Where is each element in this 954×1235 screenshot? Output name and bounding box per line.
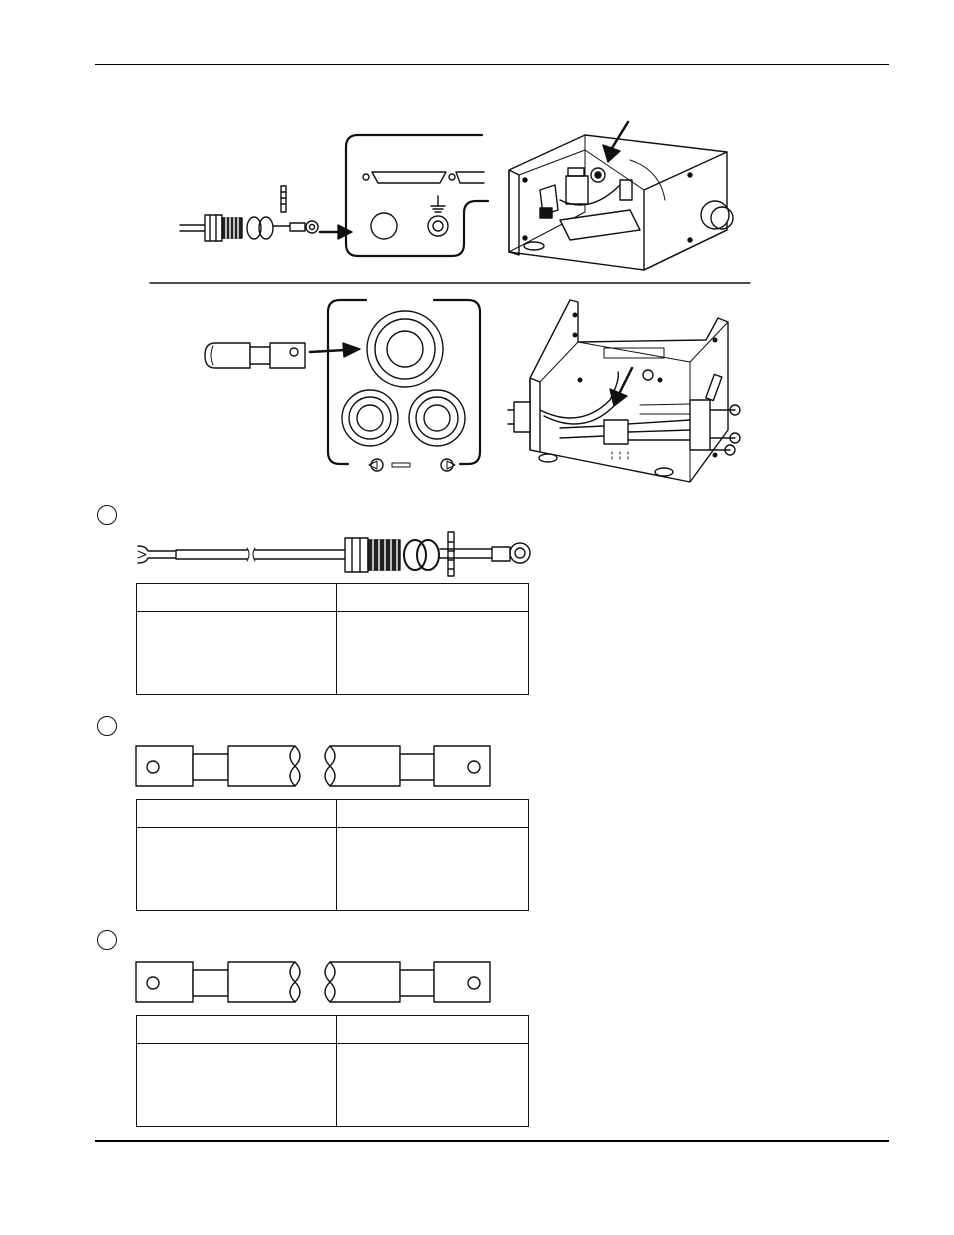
arrow-down-icon xyxy=(602,120,630,163)
arrow-right-icon xyxy=(318,224,353,240)
parts-table-1 xyxy=(136,583,529,695)
ground-cable-detail xyxy=(137,531,531,577)
chassis-side-view xyxy=(507,299,741,483)
table-cell xyxy=(336,827,529,911)
table-header xyxy=(336,799,529,828)
chassis-top-view xyxy=(508,134,734,271)
power-lead-detail xyxy=(135,745,491,787)
table-header xyxy=(136,583,337,612)
table-cell xyxy=(336,1043,529,1127)
section-marker-3 xyxy=(97,930,117,950)
table-cell xyxy=(336,611,529,695)
arrow-down-icon xyxy=(609,366,634,407)
power-lead-detail xyxy=(135,961,491,1003)
table-cell xyxy=(136,827,337,911)
lead-panel-closeup xyxy=(326,298,482,472)
header-rule xyxy=(95,64,889,65)
table-cell xyxy=(136,1043,337,1127)
table-header xyxy=(336,1015,529,1044)
table-row xyxy=(136,827,529,911)
arrow-right-icon xyxy=(308,342,361,358)
footer-rule xyxy=(95,1140,889,1142)
rear-panel-closeup xyxy=(344,133,490,258)
power-lead-illustration xyxy=(204,342,306,369)
parts-table-2 xyxy=(136,799,529,911)
table-header xyxy=(136,799,337,828)
parts-table-3 xyxy=(136,1015,529,1127)
table-row xyxy=(136,1043,529,1127)
table-row xyxy=(136,611,529,695)
table-header xyxy=(336,583,529,612)
ground-cable-illustration xyxy=(179,185,319,242)
torch-symbol-icon xyxy=(370,458,384,472)
ground-symbol-icon xyxy=(430,195,446,213)
section-marker-1 xyxy=(97,505,117,525)
table-header xyxy=(136,1015,337,1044)
section-marker-2 xyxy=(97,716,117,736)
table-cell xyxy=(136,611,337,695)
torch-symbol-icon xyxy=(440,458,454,472)
